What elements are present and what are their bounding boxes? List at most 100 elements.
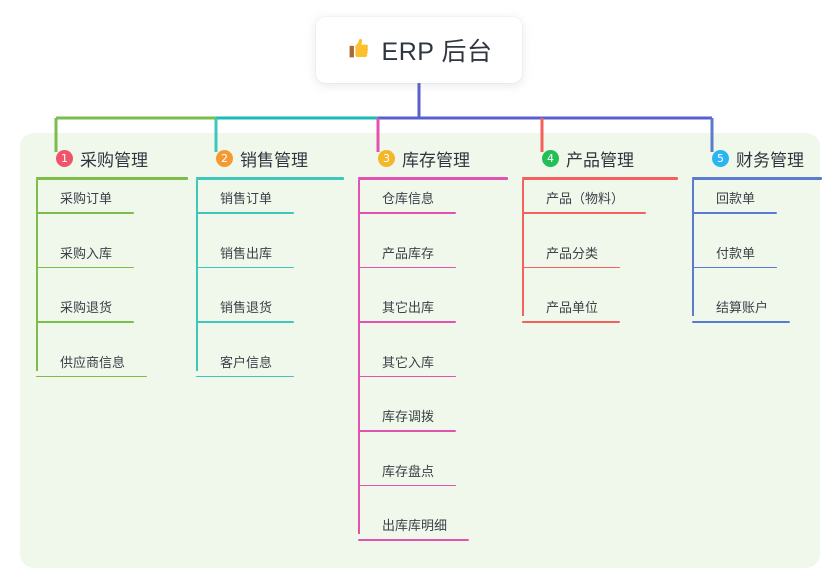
- branch-title: 财务管理: [736, 150, 804, 170]
- leaf-label: 产品库存: [382, 245, 435, 261]
- branch-stalk: [522, 180, 524, 316]
- leaf-underline: [692, 321, 790, 323]
- leaf-label: 出库库明细: [382, 518, 448, 533]
- leaf-label: 结算账户: [716, 300, 769, 315]
- leaf-item[interactable]: 产品（物料）: [522, 188, 646, 214]
- leaf-item[interactable]: 其它入库: [358, 352, 456, 378]
- leaf-label: 回款单: [716, 191, 756, 206]
- leaf-label: 库存调拨: [382, 409, 435, 424]
- leaf-item[interactable]: 采购入库: [36, 243, 134, 269]
- branch-column-3: 3 库存管理仓库信息产品库存其它出库其它入库库存调拨库存盘点出库库明细: [358, 145, 508, 562]
- leaf-underline: [692, 212, 777, 214]
- leaf-item[interactable]: 采购订单: [36, 188, 134, 214]
- leaf-underline: [692, 266, 777, 269]
- branch-number-badge: 5: [712, 149, 729, 167]
- branch-title: 产品管理: [566, 150, 634, 170]
- leaf-label: 其它入库: [382, 354, 435, 370]
- root-label: ERP 后台: [381, 38, 493, 66]
- root-node[interactable]: ERP 后台: [316, 17, 522, 83]
- leaf-item[interactable]: 回款单: [692, 188, 777, 214]
- thumbs-up-icon: [346, 35, 372, 66]
- leaf-underline: [196, 266, 294, 269]
- leaf-underline: [358, 266, 456, 269]
- branch-column-2: 2 销售管理销售订单销售出库销售退货客户信息: [196, 145, 344, 398]
- leaf-item[interactable]: 产品单位: [522, 297, 620, 323]
- branch-stalk: [196, 180, 198, 371]
- leaf-label: 采购入库: [60, 245, 113, 261]
- leaf-label: 供应商信息: [60, 354, 126, 370]
- leaf-label: 付款单: [716, 245, 756, 261]
- branch-header-5[interactable]: 5 财务管理: [692, 145, 822, 171]
- branch-number-badge: 3: [378, 149, 395, 167]
- leaf-underline: [358, 430, 456, 432]
- leaf-underline: [358, 375, 456, 378]
- leaf-underline: [358, 212, 456, 214]
- leaf-underline: [196, 212, 294, 214]
- leaf-item[interactable]: 客户信息: [196, 352, 294, 378]
- leaf-label: 销售订单: [220, 191, 273, 206]
- branch-number-badge: 4: [542, 149, 559, 167]
- branch-column-5: 5 财务管理回款单付款单结算账户: [692, 145, 822, 344]
- branch-children: 销售订单销售出库销售退货客户信息: [196, 180, 344, 398]
- branch-underline: [36, 177, 188, 180]
- leaf-item[interactable]: 产品库存: [358, 243, 456, 269]
- leaf-item[interactable]: 销售订单: [196, 188, 294, 214]
- branch-children: 产品（物料） 产品分类产品单位: [522, 180, 678, 344]
- branch-column-4: 4 产品管理产品（物料） 产品分类产品单位: [522, 145, 678, 344]
- leaf-item[interactable]: 库存盘点: [358, 461, 456, 487]
- leaf-item[interactable]: 供应商信息: [36, 352, 147, 378]
- leaf-underline: [196, 321, 294, 323]
- leaf-label: 采购退货: [60, 300, 113, 315]
- branch-number-badge: 1: [56, 149, 73, 167]
- leaf-item[interactable]: 产品分类: [522, 243, 620, 269]
- leaf-item[interactable]: 采购退货: [36, 297, 134, 323]
- branch-header-4[interactable]: 4 产品管理: [522, 145, 678, 171]
- leaf-item[interactable]: 销售出库: [196, 243, 294, 269]
- leaf-label: 采购订单: [60, 191, 113, 206]
- leaf-underline: [196, 375, 294, 378]
- leaf-label: 客户信息: [220, 354, 273, 370]
- branch-title: 销售管理: [240, 150, 308, 170]
- leaf-label: 库存盘点: [382, 463, 435, 479]
- leaf-item[interactable]: 出库库明细: [358, 515, 469, 541]
- leaf-item[interactable]: 结算账户: [692, 297, 790, 323]
- branch-underline: [522, 177, 678, 180]
- leaf-underline: [358, 484, 456, 487]
- leaf-underline: [36, 321, 134, 323]
- leaf-label: 产品分类: [546, 245, 599, 261]
- branch-header-2[interactable]: 2 销售管理: [196, 145, 344, 171]
- leaf-underline: [522, 321, 620, 323]
- branch-children: 仓库信息产品库存其它出库其它入库库存调拨库存盘点出库库明细: [358, 180, 508, 562]
- leaf-item[interactable]: 付款单: [692, 243, 777, 269]
- branch-title: 采购管理: [80, 150, 148, 170]
- branch-stalk: [36, 180, 38, 371]
- leaf-label: 产品单位: [546, 300, 599, 315]
- branch-children: 采购订单采购入库采购退货供应商信息: [36, 180, 188, 398]
- branch-number-badge: 2: [216, 149, 233, 167]
- branches-panel: [20, 133, 820, 568]
- leaf-underline: [36, 266, 134, 269]
- leaf-underline: [36, 212, 134, 214]
- leaf-label: 销售退货: [220, 300, 273, 315]
- branch-underline: [196, 177, 344, 180]
- leaf-underline: [522, 266, 620, 269]
- leaf-label: 销售出库: [220, 245, 273, 261]
- leaf-label: 产品（物料）: [546, 191, 625, 206]
- leaf-item[interactable]: 销售退货: [196, 297, 294, 323]
- leaf-label: 仓库信息: [382, 191, 435, 206]
- branch-column-1: 1 采购管理采购订单采购入库采购退货供应商信息: [36, 145, 188, 398]
- branch-underline: [692, 177, 822, 180]
- leaf-underline: [358, 321, 456, 323]
- leaf-item[interactable]: 其它出库: [358, 297, 456, 323]
- branch-underline: [358, 177, 508, 180]
- leaf-item[interactable]: 仓库信息: [358, 188, 456, 214]
- leaf-item[interactable]: 库存调拨: [358, 406, 456, 432]
- leaf-underline: [358, 539, 469, 541]
- branch-header-3[interactable]: 3 库存管理: [358, 145, 508, 171]
- leaf-underline: [522, 212, 646, 214]
- branch-title: 库存管理: [402, 150, 470, 170]
- branch-header-1[interactable]: 1 采购管理: [36, 145, 188, 171]
- branch-stalk: [692, 180, 694, 316]
- branch-children: 回款单付款单结算账户: [692, 180, 822, 344]
